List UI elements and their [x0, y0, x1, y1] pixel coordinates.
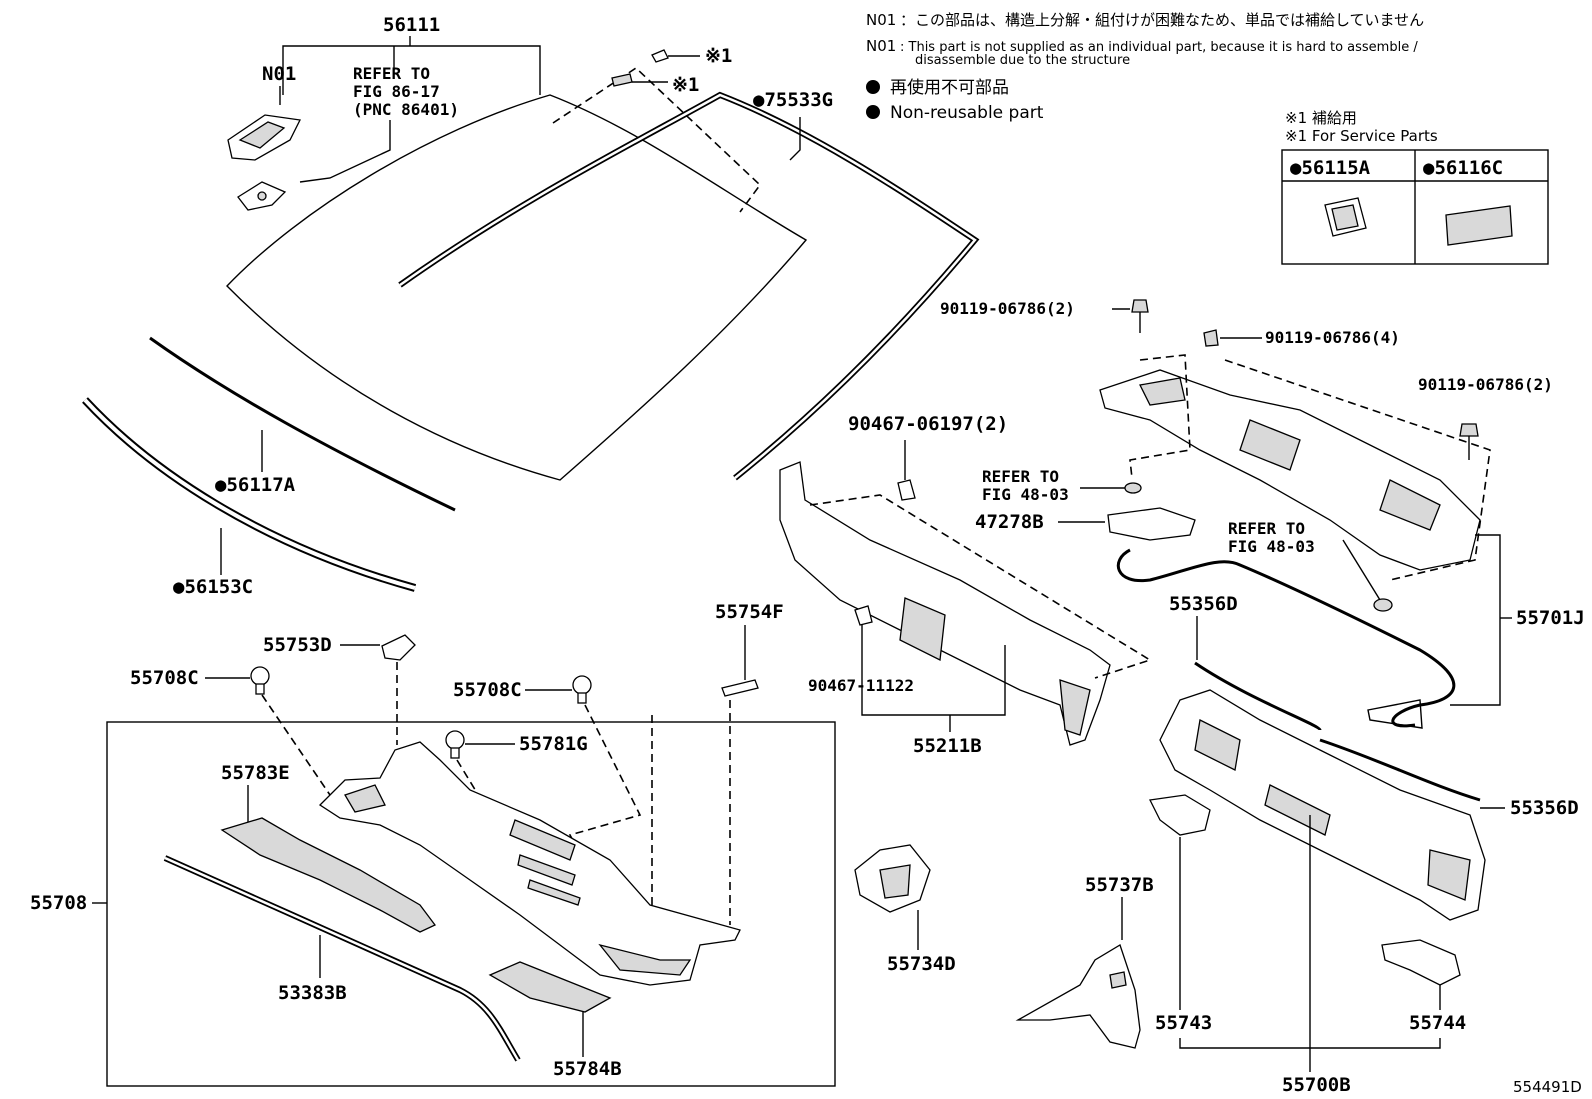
label-56117a: ●56117A: [215, 474, 296, 496]
note-nonreusable-en: Non-reusable part: [890, 103, 1044, 123]
molding-56117a: [149, 336, 456, 512]
service-part-56116c: ●56116C: [1423, 157, 1503, 179]
label-56111: 56111: [383, 14, 440, 36]
note-n01-jp: ：この部品は、構造上分解・組付けが困難なため、単品では補給していません: [900, 11, 1424, 29]
note-nonreusable-jp: 再使用不可部品: [890, 77, 1009, 98]
label-90119-c: 90119-06786(2): [1418, 375, 1553, 394]
bracket-55211b: [779, 461, 1111, 746]
label-55701j: 55701J: [1516, 607, 1585, 629]
label-55744: 55744: [1409, 1012, 1466, 1034]
label-55781g: 55781G: [519, 733, 588, 755]
label-55734d: 55734D: [887, 953, 956, 975]
figure-id: 554491D: [1513, 1078, 1582, 1096]
nonreusable-bullet-icon: [866, 80, 880, 94]
note-n01-code: N01: [866, 11, 896, 29]
dash-bracket-group: 90467-06197(2) 90467-11122 55211B: [779, 413, 1152, 757]
label-55708: 55708: [30, 892, 87, 914]
label-55783e: 55783E: [221, 762, 290, 784]
sensor-part: [237, 181, 287, 211]
label-47278b: 47278B: [975, 511, 1044, 533]
windshield-glass: [226, 94, 808, 481]
cowl-top-group: 55708 55753D 55708C 55708C 55781G 55754F: [30, 601, 836, 1087]
label-90119-a: 90119-06786(2): [940, 299, 1075, 318]
cowl-lower-group: 55734D 55737B 55743 55744 55700B: [854, 689, 1486, 1096]
ref-48-03-a-line2: FIG 48-03: [982, 485, 1069, 504]
ref-86-17-line3: (PNC 86401): [353, 100, 459, 119]
ref-48-03-b-line2: FIG 48-03: [1228, 537, 1315, 556]
bracket-55743: [1149, 794, 1211, 836]
seal-hose-group: 55356D 55356D: [1116, 548, 1579, 819]
ref-86-17-line1: REFER TO: [353, 64, 430, 83]
label-55737b: 55737B: [1085, 874, 1154, 896]
label-90119-b: 90119-06786(4): [1265, 328, 1400, 347]
cowl-top-box: [106, 721, 836, 1087]
label-n01: N01: [262, 63, 296, 85]
nonreusable-bullet-icon: [866, 105, 880, 119]
hose-bracket-47278b: [1107, 507, 1196, 541]
mirror-bracket-n01: [227, 114, 301, 161]
label-55743: 55743: [1155, 1012, 1212, 1034]
label-90467-11122: 90467-11122: [808, 676, 914, 695]
washer-hose: [1116, 548, 1456, 728]
service-parts-box: ※1 補給用 ※1 For Service Parts ●56115A ●561…: [1281, 109, 1549, 265]
notes: N01 ：この部品は、構造上分解・組付けが困難なため、単品では補給していません …: [866, 11, 1424, 123]
label-55356d-a: 55356D: [1169, 593, 1238, 615]
clip-56115a-drawing: [1324, 197, 1367, 237]
bracket-55744: [1381, 939, 1461, 986]
label-55753d: 55753D: [263, 634, 332, 656]
ref-48-03-b-line1: REFER TO: [1228, 519, 1305, 538]
cover-55784b: [488, 961, 612, 1013]
label-90467-06197: 90467-06197(2): [848, 413, 1008, 435]
label-55700b: 55700B: [1282, 1074, 1351, 1096]
bracket-55737b: [1015, 944, 1141, 1049]
label-55754f: 55754F: [715, 601, 784, 623]
cowl-top-panel: [318, 741, 741, 986]
seal-55356d: [1319, 738, 1481, 802]
note-n01-code-en: N01: [866, 37, 896, 55]
label-56153c: ●56153C: [173, 576, 253, 598]
label-55784b: 55784B: [553, 1058, 622, 1080]
label-star1-b: ※1: [672, 74, 699, 96]
ref-86-17-line2: FIG 86-17: [353, 82, 440, 101]
label-75533g: ●75533G: [753, 89, 833, 111]
label-53383b: 53383B: [278, 982, 347, 1004]
windshield-group: 56111 N01 REFER TO FIG 86-17 (PNC 86401): [82, 14, 980, 598]
label-55708c-a: 55708C: [130, 667, 199, 689]
label-55708c-b: 55708C: [453, 679, 522, 701]
cowl-55700b: [1159, 689, 1486, 921]
ref-48-03-a-line1: REFER TO: [982, 467, 1059, 486]
note-n01-en-2: disassemble due to the structure: [915, 53, 1130, 68]
service-title-en: ※1 For Service Parts: [1285, 127, 1438, 145]
label-star1-a: ※1: [705, 45, 732, 67]
label-55356d-b: 55356D: [1510, 797, 1579, 819]
service-part-56115a: ●56115A: [1290, 157, 1371, 179]
service-title-jp: ※1 補給用: [1285, 109, 1357, 127]
label-55211b: 55211B: [913, 735, 982, 757]
note-n01-en-1: : This part is not supplied as an indivi…: [900, 40, 1418, 55]
cowl-panel-group: 90119-06786(2) 90119-06786(4) 90119-0678…: [940, 299, 1585, 706]
seal-55783e: [220, 817, 437, 933]
pad-56116c-drawing: [1445, 205, 1513, 246]
